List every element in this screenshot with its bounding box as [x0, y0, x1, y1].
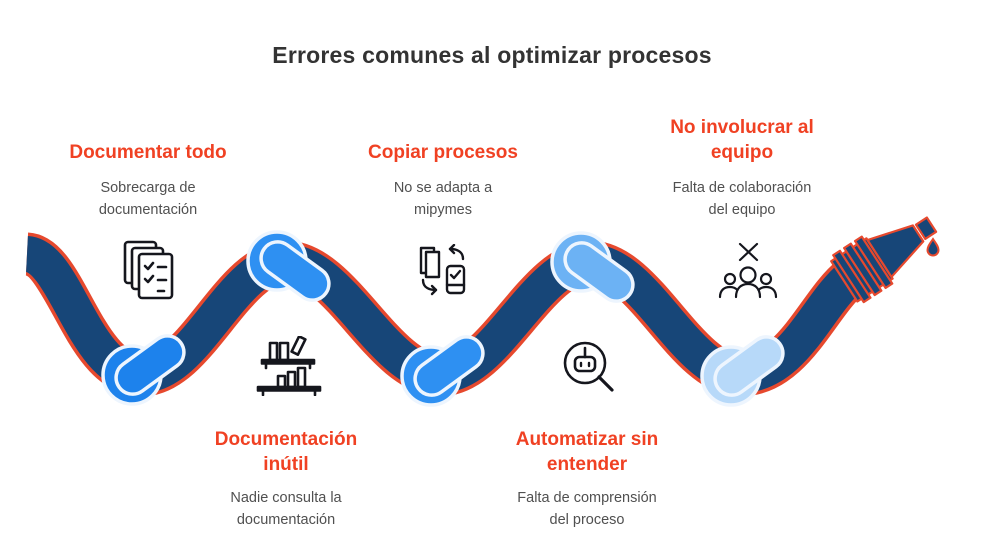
- step-copiar-procesos: Copiar procesos No se adapta a mipymes: [348, 113, 538, 221]
- step-heading: Automatizar sin entender: [515, 429, 659, 475]
- knot-1: [101, 334, 186, 406]
- step-subtitle: Nadie consulta la documentación: [230, 490, 342, 528]
- nozzle: [830, 216, 938, 304]
- step-subtitle: No se adapta a mipymes: [393, 180, 493, 218]
- step-documentacion-inutil: Documentación inútil Nadie consulta la d…: [191, 425, 381, 531]
- team-crossed-out-icon: [718, 242, 778, 299]
- step-heading: Documentar todo: [69, 142, 227, 163]
- knot-4: [550, 231, 635, 303]
- page-title: Errores comunes al optimizar procesos: [272, 42, 712, 68]
- step-documentar-todo: Documentar todo Sobrecarga de documentac…: [53, 113, 243, 221]
- step-heading: Copiar procesos: [368, 142, 518, 163]
- step-subtitle: Sobrecarga de documentación: [98, 180, 198, 218]
- copy-sync-phone-icon: [419, 244, 466, 296]
- step-no-involucrar-equipo: No involucrar al equipo Falta de colabor…: [647, 113, 837, 221]
- drip-drop-icon: [926, 237, 940, 257]
- step-subtitle: Falta de colaboración del equipo: [672, 180, 812, 218]
- step-heading: No involucrar al equipo: [670, 117, 814, 163]
- knot-5: [700, 335, 785, 407]
- bookshelf-icon: [256, 336, 322, 396]
- documents-checklist-icon: [123, 240, 174, 300]
- knot-3: [400, 335, 485, 407]
- step-automatizar-sin-entender: Automatizar sin entender Falta de compre…: [492, 425, 682, 531]
- step-subtitle: Falta de comprensión del proceso: [517, 490, 657, 528]
- robot-magnifier-icon: [563, 341, 614, 392]
- knot-2: [246, 230, 331, 302]
- step-heading: Documentación inútil: [214, 429, 358, 475]
